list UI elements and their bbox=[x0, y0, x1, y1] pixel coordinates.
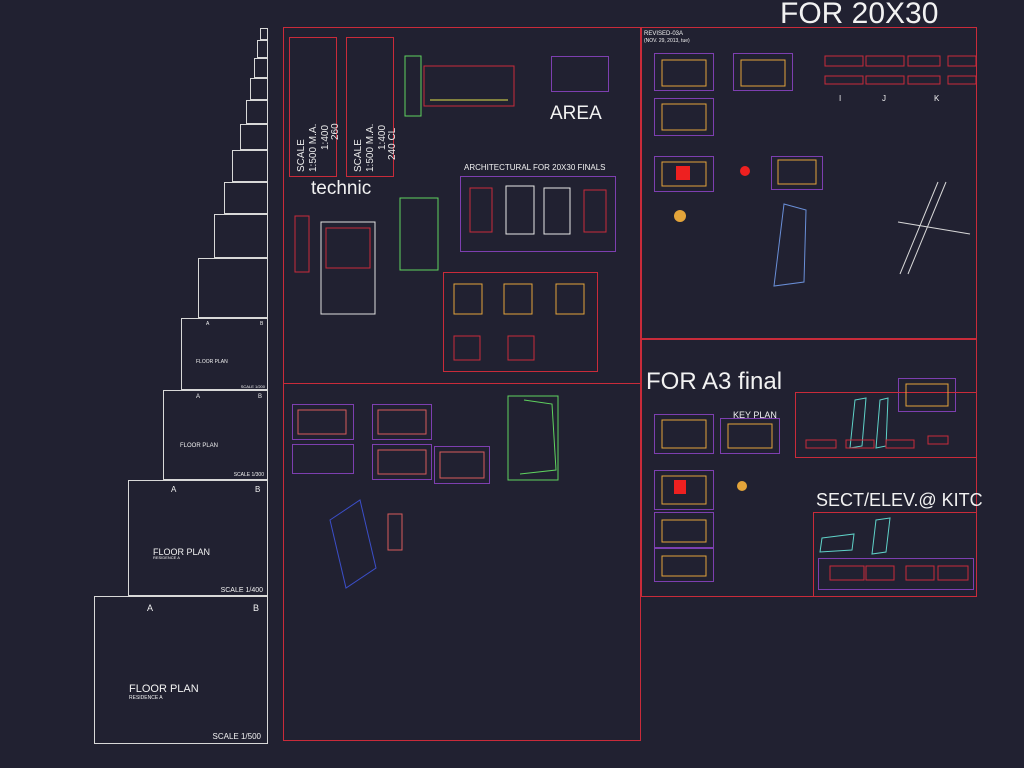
sheet-4-grid-b: B bbox=[260, 321, 264, 327]
key-plan-label: KEY PLAN bbox=[733, 410, 777, 420]
sections-cluster[interactable] bbox=[443, 272, 598, 372]
architectural-finals-block[interactable] bbox=[460, 176, 616, 252]
elevation-marker-k: K bbox=[934, 94, 940, 103]
frame-sect-elev[interactable] bbox=[813, 512, 977, 597]
sheet-1-scale: SCALE 1/500 bbox=[212, 732, 261, 741]
for-a3-final-heading: FOR A3 final bbox=[646, 368, 783, 395]
frame-20x30[interactable] bbox=[641, 27, 977, 339]
a3-plan-3[interactable] bbox=[654, 512, 714, 548]
sheet-1-200[interactable]: A B FLOOR PLAN SCALE 1/200 bbox=[181, 318, 268, 390]
rev-plan-2[interactable] bbox=[733, 53, 793, 91]
plan-thumb-3[interactable] bbox=[292, 444, 354, 474]
sheet-1-500[interactable]: A B RESIDENCE A FLOOR PLAN SCALE 1/500 bbox=[94, 596, 268, 744]
sheet-1-400[interactable]: A B RESIDENCE A FLOOR PLAN SCALE 1/400 bbox=[128, 480, 268, 596]
sect-elev-strip[interactable] bbox=[818, 558, 974, 590]
sheet-1-grid-b: B bbox=[253, 603, 260, 613]
sheet-3-title: FLOOR PLAN bbox=[180, 443, 219, 449]
elev-cluster[interactable] bbox=[795, 392, 977, 458]
sheet-2-grid-b: B bbox=[255, 485, 261, 494]
a3-plan-2[interactable] bbox=[654, 470, 714, 510]
plan-thumb-4[interactable] bbox=[372, 444, 432, 480]
sheet-small-7[interactable] bbox=[250, 78, 268, 100]
rev-plan-5[interactable] bbox=[771, 156, 823, 190]
sheet-4-scale: SCALE 1/200 bbox=[240, 384, 265, 389]
sheet-small-10[interactable] bbox=[260, 28, 268, 40]
sheet-1-subtitle: RESIDENCE A bbox=[129, 695, 163, 701]
area-heading: AREA bbox=[550, 103, 602, 124]
sheet-small-8[interactable] bbox=[254, 58, 268, 78]
architectural-finals-label: ARCHITECTURAL FOR 20X30 FINALS bbox=[464, 163, 606, 172]
rev-plan-3[interactable] bbox=[654, 98, 714, 136]
elevation-marker-j: J bbox=[882, 94, 886, 103]
sheet-1-300[interactable]: A B FLOOR PLAN SCALE 1/300 bbox=[163, 390, 268, 480]
frame-a3[interactable] bbox=[641, 339, 977, 597]
sheet-2-scale: SCALE 1/400 bbox=[220, 587, 263, 594]
sheet-4-grid-a: A bbox=[206, 321, 210, 327]
sheet-small-1[interactable] bbox=[198, 258, 268, 318]
sheet-3-scale: SCALE 1/300 bbox=[233, 472, 264, 478]
sect-elev-heading: SECT/ELEV.@ KITC bbox=[816, 490, 983, 510]
plan-thumb-2[interactable] bbox=[372, 404, 432, 440]
sheet-small-4[interactable] bbox=[232, 150, 268, 182]
a3-plan-1[interactable] bbox=[654, 414, 714, 454]
sheet-small-3[interactable] bbox=[224, 182, 268, 214]
sheet-3-grid-a: A bbox=[196, 394, 201, 400]
a3-plan-4[interactable] bbox=[654, 548, 714, 582]
area-block[interactable] bbox=[551, 56, 609, 92]
a3-plan-5[interactable] bbox=[898, 378, 956, 412]
key-plan-box[interactable] bbox=[720, 418, 780, 454]
technic-heading: technic bbox=[311, 178, 372, 199]
rev-plan-1[interactable] bbox=[654, 53, 714, 91]
revised-date-label: (NOV. 29, 2013, tue) bbox=[644, 38, 690, 44]
sheet-small-2[interactable] bbox=[214, 214, 268, 258]
sheet-1-grid-a: A bbox=[147, 603, 154, 613]
sheet-2-grid-a: A bbox=[171, 485, 177, 494]
sheet-small-9[interactable] bbox=[257, 40, 268, 58]
sheet-3-grid-b: B bbox=[258, 394, 263, 400]
sheet-1-title: FLOOR PLAN bbox=[129, 683, 199, 695]
frame-technic-top bbox=[283, 27, 641, 384]
sheet-2-subtitle: RESIDENCE A bbox=[153, 555, 180, 560]
rev-plan-4[interactable] bbox=[654, 156, 714, 192]
revised-label: REVISED-03A bbox=[644, 31, 684, 37]
sheet-4-title: FLOOR PLAN bbox=[196, 359, 228, 365]
plan-thumb-1[interactable] bbox=[292, 404, 354, 440]
sheet-small-5[interactable] bbox=[240, 124, 268, 150]
sheet-2-title: FLOOR PLAN bbox=[153, 547, 211, 557]
for-20x30-heading: FOR 20X30 bbox=[780, 0, 939, 30]
scale-column-left[interactable] bbox=[289, 37, 337, 177]
scale-column-right[interactable] bbox=[346, 37, 394, 177]
elevation-marker-i: I bbox=[839, 94, 842, 103]
sheet-small-6[interactable] bbox=[246, 100, 268, 124]
plan-thumb-5[interactable] bbox=[434, 446, 490, 484]
